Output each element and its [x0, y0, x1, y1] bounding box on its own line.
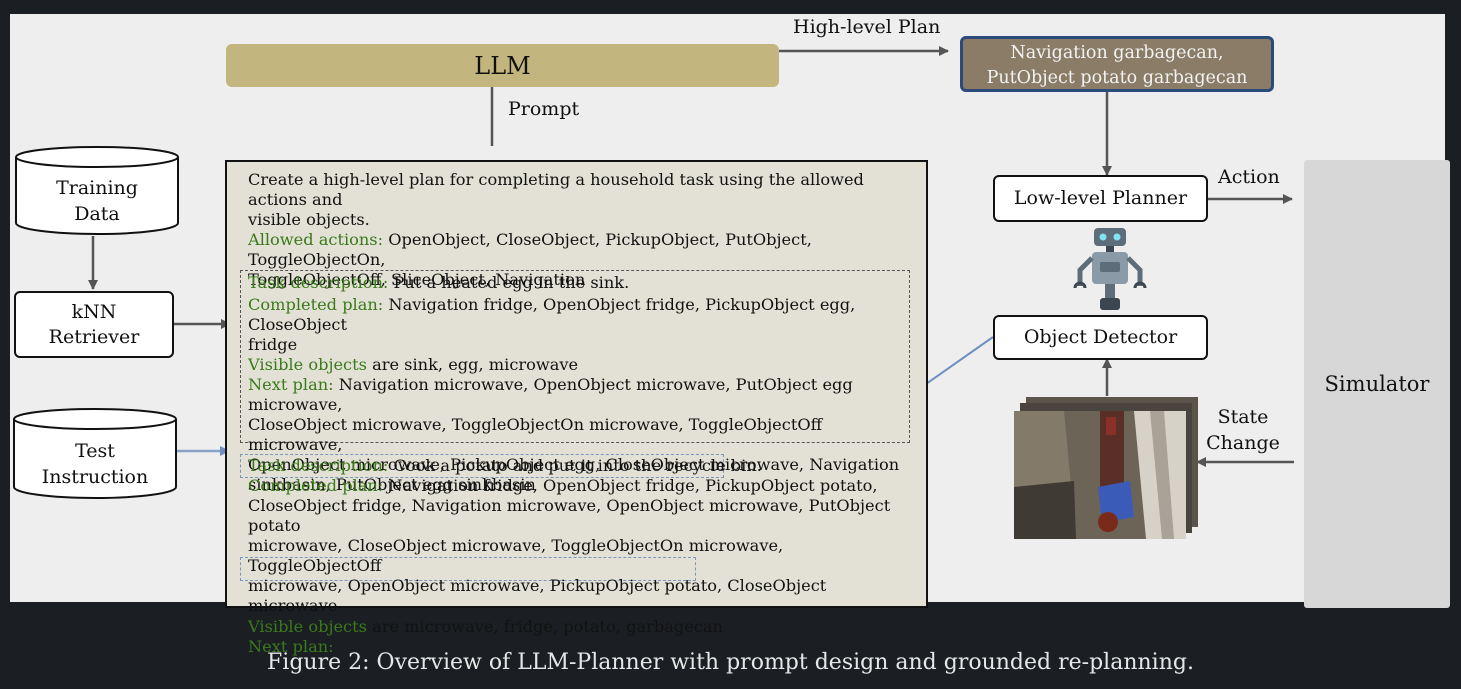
- test-instruction-cylinder: [13, 408, 177, 499]
- high-level-plan-label: High-level Plan: [793, 16, 941, 38]
- llm-box: LLM: [226, 44, 779, 87]
- visible-objects-highlight: [240, 557, 696, 581]
- low-level-planner-box: Low-level Planner: [993, 175, 1208, 222]
- simulator-box: Simulator: [1304, 160, 1450, 608]
- state-change-label: State Change: [1206, 406, 1280, 454]
- prompt-box: Create a high-level plan for completing …: [225, 160, 928, 656]
- in-context-example-box: [240, 270, 910, 443]
- figure-caption: Figure 2: Overview of LLM-Planner with p…: [267, 650, 1194, 675]
- figure-panel: LLM High-level Plan Navigation garbageca…: [10, 14, 1450, 656]
- query-task-highlight: [240, 454, 724, 478]
- training-data-cylinder: [15, 146, 179, 235]
- in-context-example: Task description: Put a heated egg in th…: [248, 273, 900, 494]
- high-level-plan-box: Navigation garbagecan, PutObject potato …: [960, 36, 1274, 92]
- action-label: Action: [1218, 166, 1280, 188]
- prompt-intro: Create a high-level plan for completing …: [248, 170, 908, 290]
- query-section: Task description: Cook a potato and put …: [248, 456, 891, 656]
- test-instruction-label: Test Instruction: [41, 440, 149, 488]
- robot-icon: [1073, 228, 1147, 310]
- allowed-actions-line: Allowed actions: OpenObject, CloseObject…: [248, 230, 812, 269]
- scene-image: [1014, 397, 1198, 539]
- training-data-label: Training Data: [56, 177, 138, 225]
- prompt-label: Prompt: [508, 98, 580, 120]
- high-level-plan-line: Navigation garbagecan,: [1010, 43, 1224, 63]
- high-level-plan-line: PutObject potato garbagecan: [986, 68, 1248, 88]
- object-detector-box: Object Detector: [993, 315, 1208, 360]
- knn-retriever-box: kNN Retriever: [14, 291, 174, 358]
